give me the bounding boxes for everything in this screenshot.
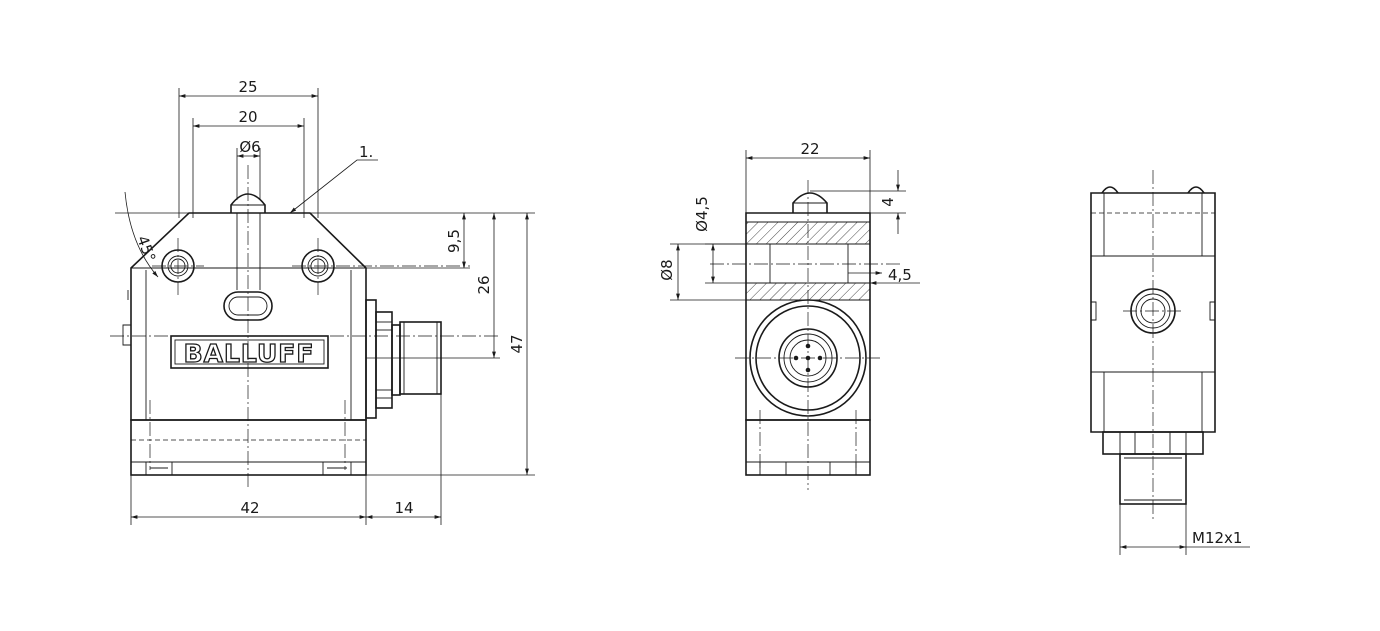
dim-22: 22: [800, 140, 819, 158]
front-base: [130, 419, 367, 476]
brand-logo: BALLUFF: [184, 339, 315, 368]
end-housing-outline: [1090, 192, 1216, 433]
dim-4-5: 4,5: [888, 266, 912, 284]
dim-thread-m12x1: M12x1: [1192, 529, 1242, 547]
side-dimensions: 22 4 Ø4,5 Ø8 4,5: [658, 140, 920, 301]
dim-26: 26: [475, 275, 493, 294]
dim-angle-45: 45°: [133, 233, 159, 264]
front-view: BALLUFF: [110, 165, 500, 490]
dim-dia8: Ø8: [658, 259, 676, 280]
front-dimensions: 25 20 Ø6 1. 45° 9,5 26 47 42 14: [115, 78, 535, 525]
dim-4: 4: [879, 197, 897, 207]
dim-dia4-5: Ø4,5: [693, 196, 711, 232]
dim-42: 42: [240, 499, 259, 517]
callout-1: 1.: [359, 143, 373, 161]
dim-9-5: 9,5: [445, 229, 463, 253]
dim-14: 14: [394, 499, 413, 517]
dim-25: 25: [238, 78, 257, 96]
dim-dia6: Ø6: [239, 138, 260, 156]
front-connector: [365, 299, 442, 419]
dim-47: 47: [508, 334, 526, 353]
front-housing-outline: [130, 212, 367, 421]
side-view: [710, 180, 900, 490]
dim-20: 20: [238, 108, 257, 126]
end-view: [1090, 170, 1216, 520]
end-dimensions: M12x1: [1119, 504, 1250, 555]
